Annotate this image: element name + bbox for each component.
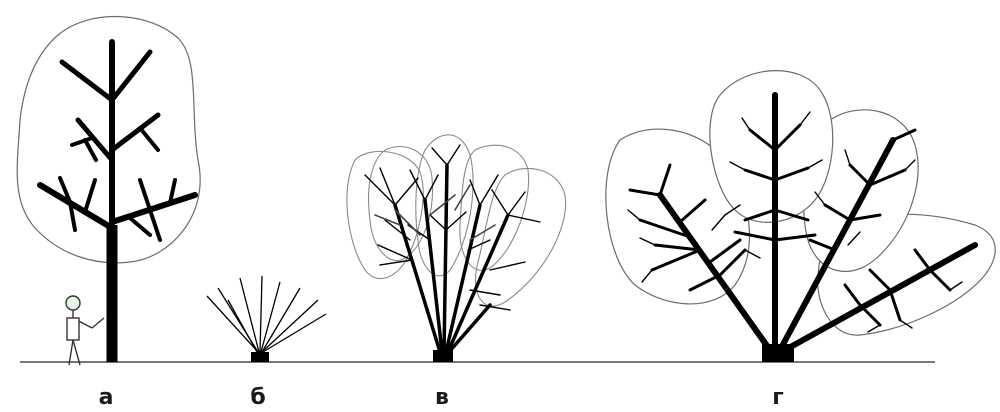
label-panel-g: г bbox=[772, 385, 784, 410]
tree-multi-trunk bbox=[606, 71, 995, 362]
shrub-multi-stem bbox=[347, 135, 566, 362]
person-figure bbox=[66, 296, 104, 365]
stump-shoots bbox=[207, 276, 326, 362]
label-panel-b: б bbox=[250, 385, 265, 410]
label-panel-v: в bbox=[435, 385, 449, 410]
tree-single-stem bbox=[17, 17, 200, 362]
stump bbox=[251, 352, 269, 362]
label-panel-a: а bbox=[99, 385, 114, 410]
